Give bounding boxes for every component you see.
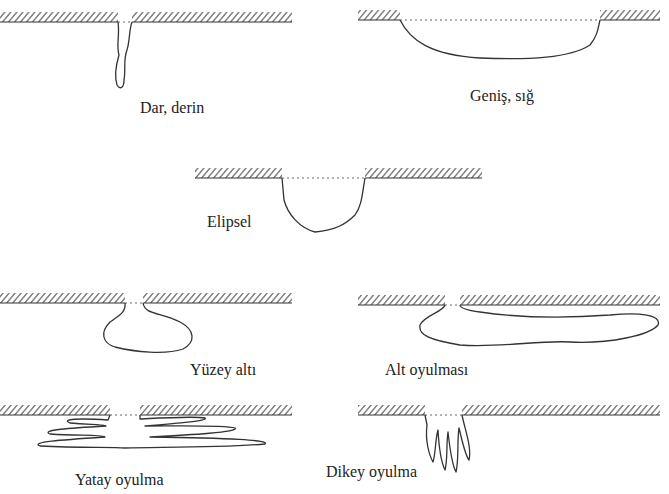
pit-type-label: Yatay oyulma [75,470,164,489]
metal-surface-hatching [0,10,660,415]
pit-type-label: Alt oyulması [385,360,468,379]
surface-lines [0,20,660,415]
pit-outlines [38,20,658,472]
pit-type-label: Dikey oyulma [326,462,417,481]
original-surface-dotted [110,20,600,415]
pit-type-label: Elipsel [207,212,251,231]
pit-type-label: Geniş, sığ [470,86,534,105]
pit-type-label: Yüzey altı [190,360,256,379]
pit-type-label: Dar, derin [140,98,204,117]
